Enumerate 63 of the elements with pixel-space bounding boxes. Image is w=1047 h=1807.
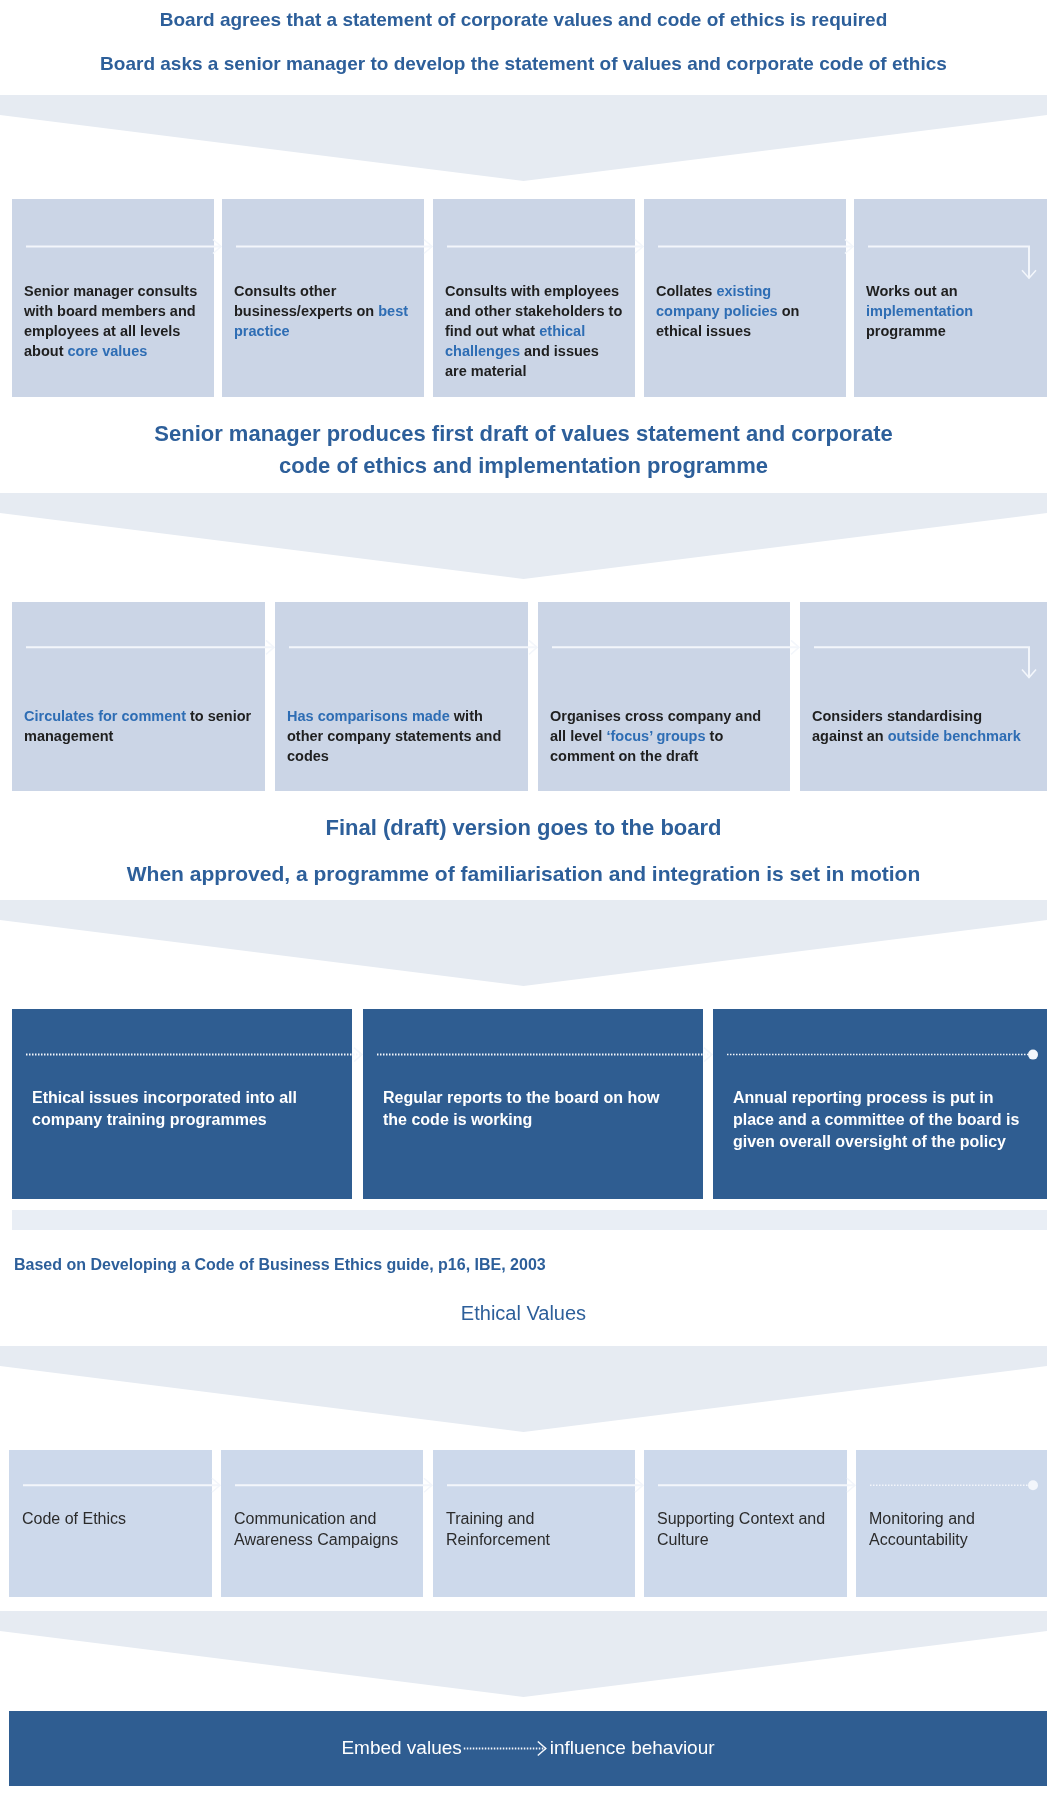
element-box	[856, 1450, 1047, 1597]
arrow	[657, 1477, 856, 1494]
arrow	[288, 639, 538, 656]
stage-heading: Senior manager produces first draft of values statement and corporate code of ethics and implementation programme	[0, 398, 1047, 484]
step-box	[854, 199, 1047, 397]
result-band	[9, 1711, 1047, 1786]
step-box	[222, 199, 424, 397]
band-text: influence behaviour	[549, 1734, 715, 1763]
step-box	[12, 602, 265, 791]
chevron-shape	[0, 1611, 1047, 1697]
arrow	[446, 238, 644, 255]
step-box	[363, 1009, 703, 1199]
step-box	[800, 602, 1047, 791]
arrow	[657, 238, 854, 255]
arrow	[234, 1477, 433, 1494]
arrow	[25, 1046, 363, 1063]
element-text: Code of Ethics	[22, 1509, 128, 1529]
step-box	[12, 199, 214, 397]
step-box	[433, 199, 635, 397]
element-text: Training and Reinforcement	[446, 1509, 552, 1550]
step-text: Ethical issues incorporated into all company training programmes	[32, 1088, 298, 1130]
step-text: Regular reports to the board on how the code is working	[383, 1088, 661, 1130]
step-text: Organises cross company and all level ‘focus’ groups to comment on the draft	[550, 707, 763, 766]
element-box	[9, 1450, 212, 1597]
element-box	[221, 1450, 423, 1597]
step-text: Works out an implementation programme	[866, 282, 975, 341]
step-text: Annual reporting process is put in place and a committee of the board is given overall oversight of the policy	[733, 1088, 1021, 1152]
stage-heading: When approved, a programme of familiarisation and integration is set in motion	[125, 861, 922, 887]
stage-heading: Board asks a senior manager to develop the statement of values and corporate code of ethics	[99, 52, 948, 76]
step-text: Has comparisons made with other company statements and codes	[287, 707, 503, 766]
element-text: Monitoring and Accountability	[869, 1509, 976, 1550]
arrow	[462, 1740, 547, 1757]
stage-heading: Board agrees that a statement of corporate values and code of ethics is required	[158, 8, 889, 32]
step-text: Collates existing company policies on ethical issues	[656, 282, 801, 341]
arrow	[25, 238, 222, 255]
step-box	[713, 1009, 1047, 1199]
stage-heading: Ethical Values	[459, 1301, 588, 1326]
chevron-shape	[0, 95, 1047, 181]
element-box	[644, 1450, 847, 1597]
arrow	[25, 639, 275, 656]
step-box	[644, 199, 846, 397]
step-box	[275, 602, 528, 791]
arrow	[376, 1046, 713, 1063]
chevron-shape	[0, 1346, 1047, 1432]
chevron-shape	[0, 493, 1047, 579]
source-note: Based on Developing a Code of Business Ethics guide, p16, IBE, 2003	[14, 1255, 546, 1275]
band-text: Embed values	[341, 1734, 462, 1763]
step-box	[538, 602, 790, 791]
element-box	[433, 1450, 635, 1597]
arrow	[235, 238, 433, 255]
chevron-shape	[0, 900, 1047, 986]
stage-heading: Final (draft) version goes to the board	[0, 792, 1047, 846]
step-text: Senior manager consults with board members and employees at all levels about core values	[24, 282, 199, 361]
step-text: Considers standardising against an outside benchmark	[812, 707, 1022, 746]
step-text: Circulates for comment to senior management	[24, 707, 253, 746]
step-box	[12, 1009, 352, 1199]
step-text: Consults with employees and other stakeholders to find out what ethical challenges and issues are material	[445, 282, 623, 381]
arrow	[22, 1477, 221, 1494]
arrow	[446, 1477, 644, 1494]
element-text: Communication and Awareness Campaigns	[234, 1509, 400, 1550]
arrow	[551, 639, 800, 656]
element-text: Supporting Context and Culture	[657, 1509, 827, 1550]
step-text: Consults other business/experts on best practice	[234, 282, 410, 341]
